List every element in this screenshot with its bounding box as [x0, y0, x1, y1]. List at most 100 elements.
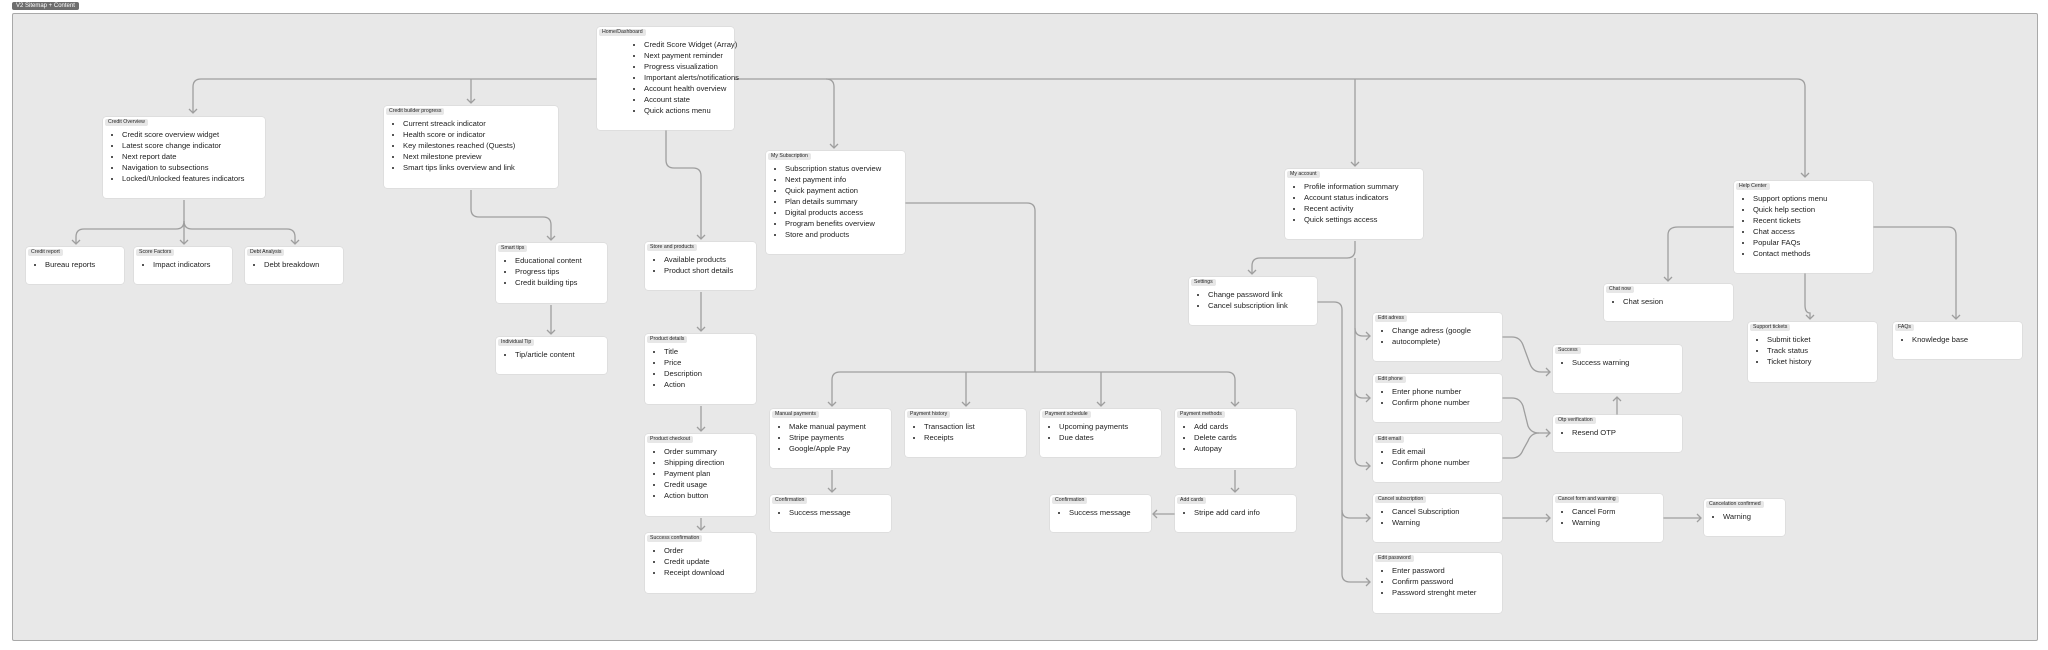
- node-edit-phone[interactable]: Edit phoneEnter phone numberConfirm phon…: [1373, 374, 1502, 422]
- node-title: Edit phone: [1375, 376, 1406, 383]
- node-edit-password[interactable]: Edit passwordEnter passwordConfirm passw…: [1373, 553, 1502, 613]
- node-item: Success message: [1069, 507, 1131, 518]
- node-success-confirmation[interactable]: Success confirmationOrderCredit updateRe…: [645, 533, 756, 593]
- node-cancel-form[interactable]: Cancel form and warningCancel FormWarnin…: [1553, 494, 1663, 542]
- node-manual-payments[interactable]: Manual paymentsMake manual paymentStripe…: [770, 409, 891, 468]
- arrowhead: [71, 239, 81, 245]
- node-product-details[interactable]: Product detailsTitlePriceDescriptionActi…: [645, 334, 756, 404]
- node-confirmation2[interactable]: ConfirmationSuccess message: [1050, 495, 1151, 532]
- node-credit-report[interactable]: Credit reportBureau reports: [26, 247, 124, 284]
- node-chat-now[interactable]: Chat nowChat sesion: [1604, 284, 1733, 321]
- arrowhead: [1365, 331, 1371, 341]
- node-item: Plan details summary: [785, 196, 881, 207]
- node-item: Quick settings access: [1304, 214, 1399, 225]
- node-edit-address[interactable]: Edit adressChange adress (googleautocomp…: [1373, 313, 1502, 361]
- node-title: Smart tips: [498, 245, 528, 252]
- node-item: Receipts: [924, 432, 975, 443]
- node-item: Quick actions menu: [644, 105, 739, 116]
- connector-line: [75, 200, 185, 244]
- node-item: Stripe payments: [789, 432, 866, 443]
- node-item: Account state: [644, 94, 739, 105]
- node-item: Enter phone number: [1392, 386, 1470, 397]
- node-item: Price: [664, 357, 702, 368]
- node-item: Confirm phone number: [1392, 457, 1470, 468]
- node-item: Bureau reports: [45, 259, 95, 270]
- node-item: Action button: [664, 490, 724, 501]
- node-title: Add cards: [1177, 497, 1207, 504]
- node-smart-tips[interactable]: Smart tipsEducational contentProgress ti…: [496, 243, 607, 303]
- node-home[interactable]: Home/DashboardCredit Score Widget (Array…: [597, 27, 739, 130]
- node-item: Popular FAQs: [1753, 237, 1827, 248]
- node-title: Help Center: [1736, 183, 1770, 190]
- node-item: Google/Apple Pay: [789, 443, 866, 454]
- node-item: Resend OTP: [1572, 427, 1616, 438]
- arrowhead: [696, 525, 706, 531]
- node-item-list: Credit Score Widget (Array)Next payment …: [597, 39, 739, 116]
- arrowhead: [1800, 172, 1810, 178]
- node-item-list: Change password linkCancel subscription …: [1189, 289, 1288, 311]
- arrowhead: [827, 487, 837, 493]
- node-item: Transaction list: [924, 421, 975, 432]
- node-item: Credit Score Widget (Array): [644, 39, 739, 50]
- node-title: Cancelation confirmed: [1706, 501, 1764, 508]
- node-edit-email[interactable]: Edit emailEdit emailConfirm phone number: [1373, 434, 1502, 482]
- node-debt-analysis[interactable]: Debt AnalysisDebt breakdown: [245, 247, 343, 284]
- node-item: Quick help section: [1753, 204, 1827, 215]
- arrowhead: [1612, 396, 1622, 402]
- arrowhead: [1365, 461, 1371, 471]
- node-item-list: Bureau reports: [26, 259, 95, 270]
- node-title: Home/Dashboard: [599, 29, 646, 36]
- node-faqs[interactable]: FAQsKnowledge base: [1893, 322, 2022, 359]
- node-item: Health score or indicator: [403, 129, 515, 140]
- connector-line: [1873, 226, 1957, 319]
- node-settings[interactable]: SettingsChange password linkCancel subsc…: [1189, 277, 1317, 325]
- node-item: Warning: [1392, 517, 1460, 528]
- arrowhead: [1096, 401, 1106, 407]
- arrowhead: [696, 326, 706, 332]
- node-item: Account health overview: [644, 83, 739, 94]
- node-item: Progress tips: [515, 266, 582, 277]
- node-product-checkout[interactable]: Product checkoutOrder summaryShipping di…: [645, 434, 756, 516]
- node-item: Next payment info: [785, 174, 881, 185]
- arrowhead: [696, 234, 706, 240]
- node-help-center[interactable]: Help CenterSupport options menuQuick hel…: [1734, 181, 1873, 273]
- node-item-list: Knowledge base: [1893, 334, 1968, 345]
- node-title: Confirmation: [772, 497, 808, 504]
- node-item: Success warning: [1572, 357, 1629, 368]
- node-my-account[interactable]: My accountProfile information summaryAcc…: [1285, 169, 1423, 239]
- node-success-warning[interactable]: SuccessSuccess warning: [1553, 345, 1682, 393]
- node-add-cards[interactable]: Add cardsStripe add card info: [1175, 495, 1296, 532]
- node-store-products[interactable]: Store and productsAvailable productsProd…: [645, 242, 756, 290]
- node-item: Order summary: [664, 446, 724, 457]
- node-support-tickets[interactable]: Support ticketsSubmit ticketTrack status…: [1748, 322, 1877, 382]
- node-credit-builder[interactable]: Credit builder progressCurrent streack i…: [384, 106, 558, 188]
- node-item-list: Impact indicators: [134, 259, 210, 270]
- node-payment-schedule[interactable]: Payment scheduleUpcoming paymentsDue dat…: [1040, 409, 1161, 457]
- node-item: Warning: [1572, 517, 1615, 528]
- connector-line: [1341, 510, 1370, 583]
- node-payment-methods[interactable]: Payment methodsAdd cardsDelete cardsAuto…: [1175, 409, 1296, 468]
- node-individual-tip[interactable]: Individual TipTip/article content: [496, 337, 607, 374]
- connector-line: [470, 190, 552, 240]
- node-cancellation-confirmed[interactable]: Cancelation confirmedWarning: [1704, 499, 1785, 536]
- node-score-factors[interactable]: Score FactorsImpact indicators: [134, 247, 232, 284]
- node-cancel-subscription[interactable]: Cancel subscriptionCancel SubscriptionWa…: [1373, 494, 1502, 542]
- node-my-subscription[interactable]: My SubscriptionSubscription status overv…: [766, 151, 905, 254]
- node-item: Recent activity: [1304, 203, 1399, 214]
- node-title: Cancel subscription: [1375, 496, 1427, 503]
- node-title: Product checkout: [647, 436, 694, 443]
- node-item-list: Edit emailConfirm phone number: [1373, 446, 1470, 468]
- node-credit-overview[interactable]: Credit OverviewCredit score overview wid…: [103, 117, 265, 198]
- arrowhead: [1152, 509, 1158, 519]
- connector-line: [1804, 273, 1811, 319]
- node-item: Confirm phone number: [1392, 397, 1470, 408]
- connector-line: [665, 130, 702, 239]
- arrowhead: [827, 401, 837, 407]
- node-item: Support options menu: [1753, 193, 1827, 204]
- node-otp[interactable]: Otp verificationResend OTP: [1553, 415, 1682, 452]
- node-title: Debt Analysis: [247, 249, 285, 256]
- node-confirmation1[interactable]: ConfirmationSuccess message: [770, 495, 891, 532]
- node-item: Ticket history: [1767, 356, 1811, 367]
- node-payment-history[interactable]: Payment historyTransaction listReceipts: [905, 409, 1026, 457]
